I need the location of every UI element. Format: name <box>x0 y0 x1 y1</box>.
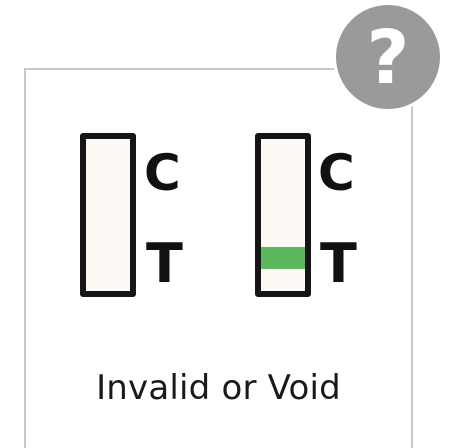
control-line-label: C <box>318 144 355 202</box>
question-badge: ? <box>333 2 443 112</box>
result-caption: Invalid or Void <box>96 368 341 408</box>
test-line-label: T <box>320 232 357 295</box>
question-mark-icon: ? <box>366 15 410 101</box>
control-line-label: C <box>144 144 181 202</box>
test-strip-blank <box>80 133 136 297</box>
test-strip-t-band-only <box>255 133 311 297</box>
test-line-band <box>261 247 305 269</box>
test-line-label: T <box>146 232 183 295</box>
